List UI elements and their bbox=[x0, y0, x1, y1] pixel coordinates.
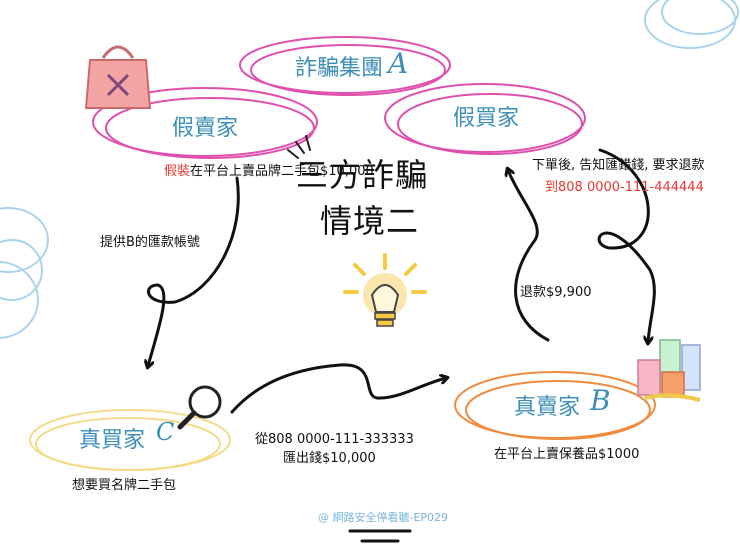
caption-real-seller: 在平台上賣保養品$1000 bbox=[494, 447, 640, 462]
node-scam-group: 詐騙集團 bbox=[295, 56, 384, 81]
title-deco bbox=[287, 135, 311, 159]
caption-fake-seller-rest: 在平台上賣品牌二手包$10,000 bbox=[190, 164, 374, 179]
ellipse-fake-buyer bbox=[384, 83, 586, 155]
node-fake-buyer: 假買家 bbox=[453, 106, 520, 131]
ellipse-group bbox=[239, 36, 451, 96]
corner-scribble-top-right bbox=[644, 0, 739, 49]
ellipse-real-buyer bbox=[29, 409, 231, 471]
arrow-buyer-to-realseller bbox=[230, 363, 446, 414]
node-real-buyer-letter: C bbox=[156, 418, 175, 446]
cosmetics-icon bbox=[637, 339, 701, 402]
arrow-seller-to-buyer bbox=[148, 176, 240, 366]
caption-fake-buyer-1: 下單後, 告知匯錯錢, 要求退款 bbox=[532, 158, 705, 173]
arrow-refund bbox=[508, 170, 550, 342]
caption-transfer-1: 從808 0000-111-333333 bbox=[255, 432, 414, 447]
title-line-2: 情境二 bbox=[320, 202, 420, 240]
title-line-1: 三方詐騙 bbox=[296, 156, 429, 194]
ellipse-fake-seller bbox=[92, 87, 318, 159]
curved-arrow-icon bbox=[148, 148, 656, 414]
node-real-seller: 真賣家 bbox=[514, 395, 581, 420]
node-real-seller-letter: B bbox=[590, 384, 611, 417]
caption-refund: 退款$9,900 bbox=[520, 285, 592, 300]
caption-transfer-2: 匯出錢$10,000 bbox=[283, 451, 376, 466]
arrow-fake-buyer-to-realseller bbox=[597, 148, 656, 342]
node-scam-group-letter: A bbox=[388, 47, 409, 80]
magnifier-icon bbox=[177, 385, 222, 430]
node-real-buyer: 真買家 bbox=[79, 428, 146, 453]
caption-fake-buyer-2: 到808 0000-111-444444 bbox=[545, 180, 704, 195]
ellipse-real-seller bbox=[454, 371, 656, 440]
caption-fake-seller-prefix: 假裝 bbox=[164, 164, 191, 179]
node-fake-seller: 假賣家 bbox=[172, 116, 239, 141]
footer-credit: @ 網路安全停看聽-EP029 bbox=[318, 511, 449, 524]
footer-underline bbox=[348, 529, 412, 543]
caption-fake-seller: 假裝在平台上賣品牌二手包$10,000 bbox=[164, 160, 374, 179]
lightbulb-icon bbox=[343, 253, 427, 327]
caption-real-buyer: 想要買名牌二手包 bbox=[72, 478, 177, 493]
handbag-icon bbox=[84, 45, 152, 109]
caption-provide-account: 提供B的匯款帳號 bbox=[100, 235, 200, 250]
corner-scribble-left bbox=[0, 207, 49, 339]
